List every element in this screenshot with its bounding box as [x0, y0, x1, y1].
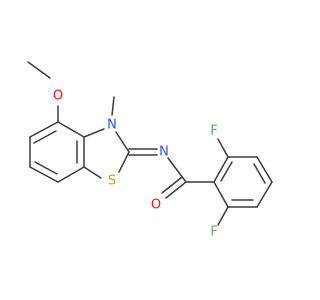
bond-carbonyl-inner [161, 176, 183, 194]
atom-carbonyl-oxygen: O [151, 198, 161, 213]
bond-s-ring-c [83, 166, 102, 179]
bond-benzo-6 [57, 121, 85, 138]
bond-c-f-bottom [217, 206, 229, 226]
bond-phenyl-3 [256, 156, 273, 183]
bond-benzo-1 [29, 121, 59, 138]
bond-benzo-4 [57, 166, 85, 183]
bond-benzo-3-inner [34, 161, 58, 175]
bond-methyl-methoxy-o [27, 61, 51, 79]
bond-c2-s [118, 151, 130, 173]
atom-ring-sulfur: S [108, 174, 116, 189]
bond-benzo-3 [29, 166, 59, 183]
bond-phenyl-6 [213, 181, 229, 208]
bond-n-c2 [115, 131, 130, 153]
bond-phenyl-4 [256, 181, 273, 208]
atom-ring-nitrogen: N [107, 118, 117, 133]
bond-phenyl-1-inner [220, 161, 233, 182]
bond-ring-c-n [83, 128, 105, 138]
molecule-structure-diagram: O N N S O F F [27, 61, 273, 240]
bond-c-f-top [217, 138, 229, 158]
atom-methoxy-oxygen: O [53, 89, 63, 104]
atom-fluorine-bottom: F [210, 225, 217, 240]
bond-phenyl-3-inner [253, 163, 266, 184]
atom-imine-nitrogen: N [159, 145, 169, 160]
bond-layer [27, 61, 273, 226]
bond-imine-n-carbonyl [167, 157, 187, 183]
bond-n-methyl [111, 96, 115, 116]
bond-carbonyl-outer [165, 181, 187, 199]
bond-benzo-1-inner [33, 130, 57, 144]
bond-phenyl-1 [213, 156, 229, 183]
atom-label-layer: O N N S O F F [53, 89, 218, 240]
atom-fluorine-top: F [210, 124, 217, 139]
